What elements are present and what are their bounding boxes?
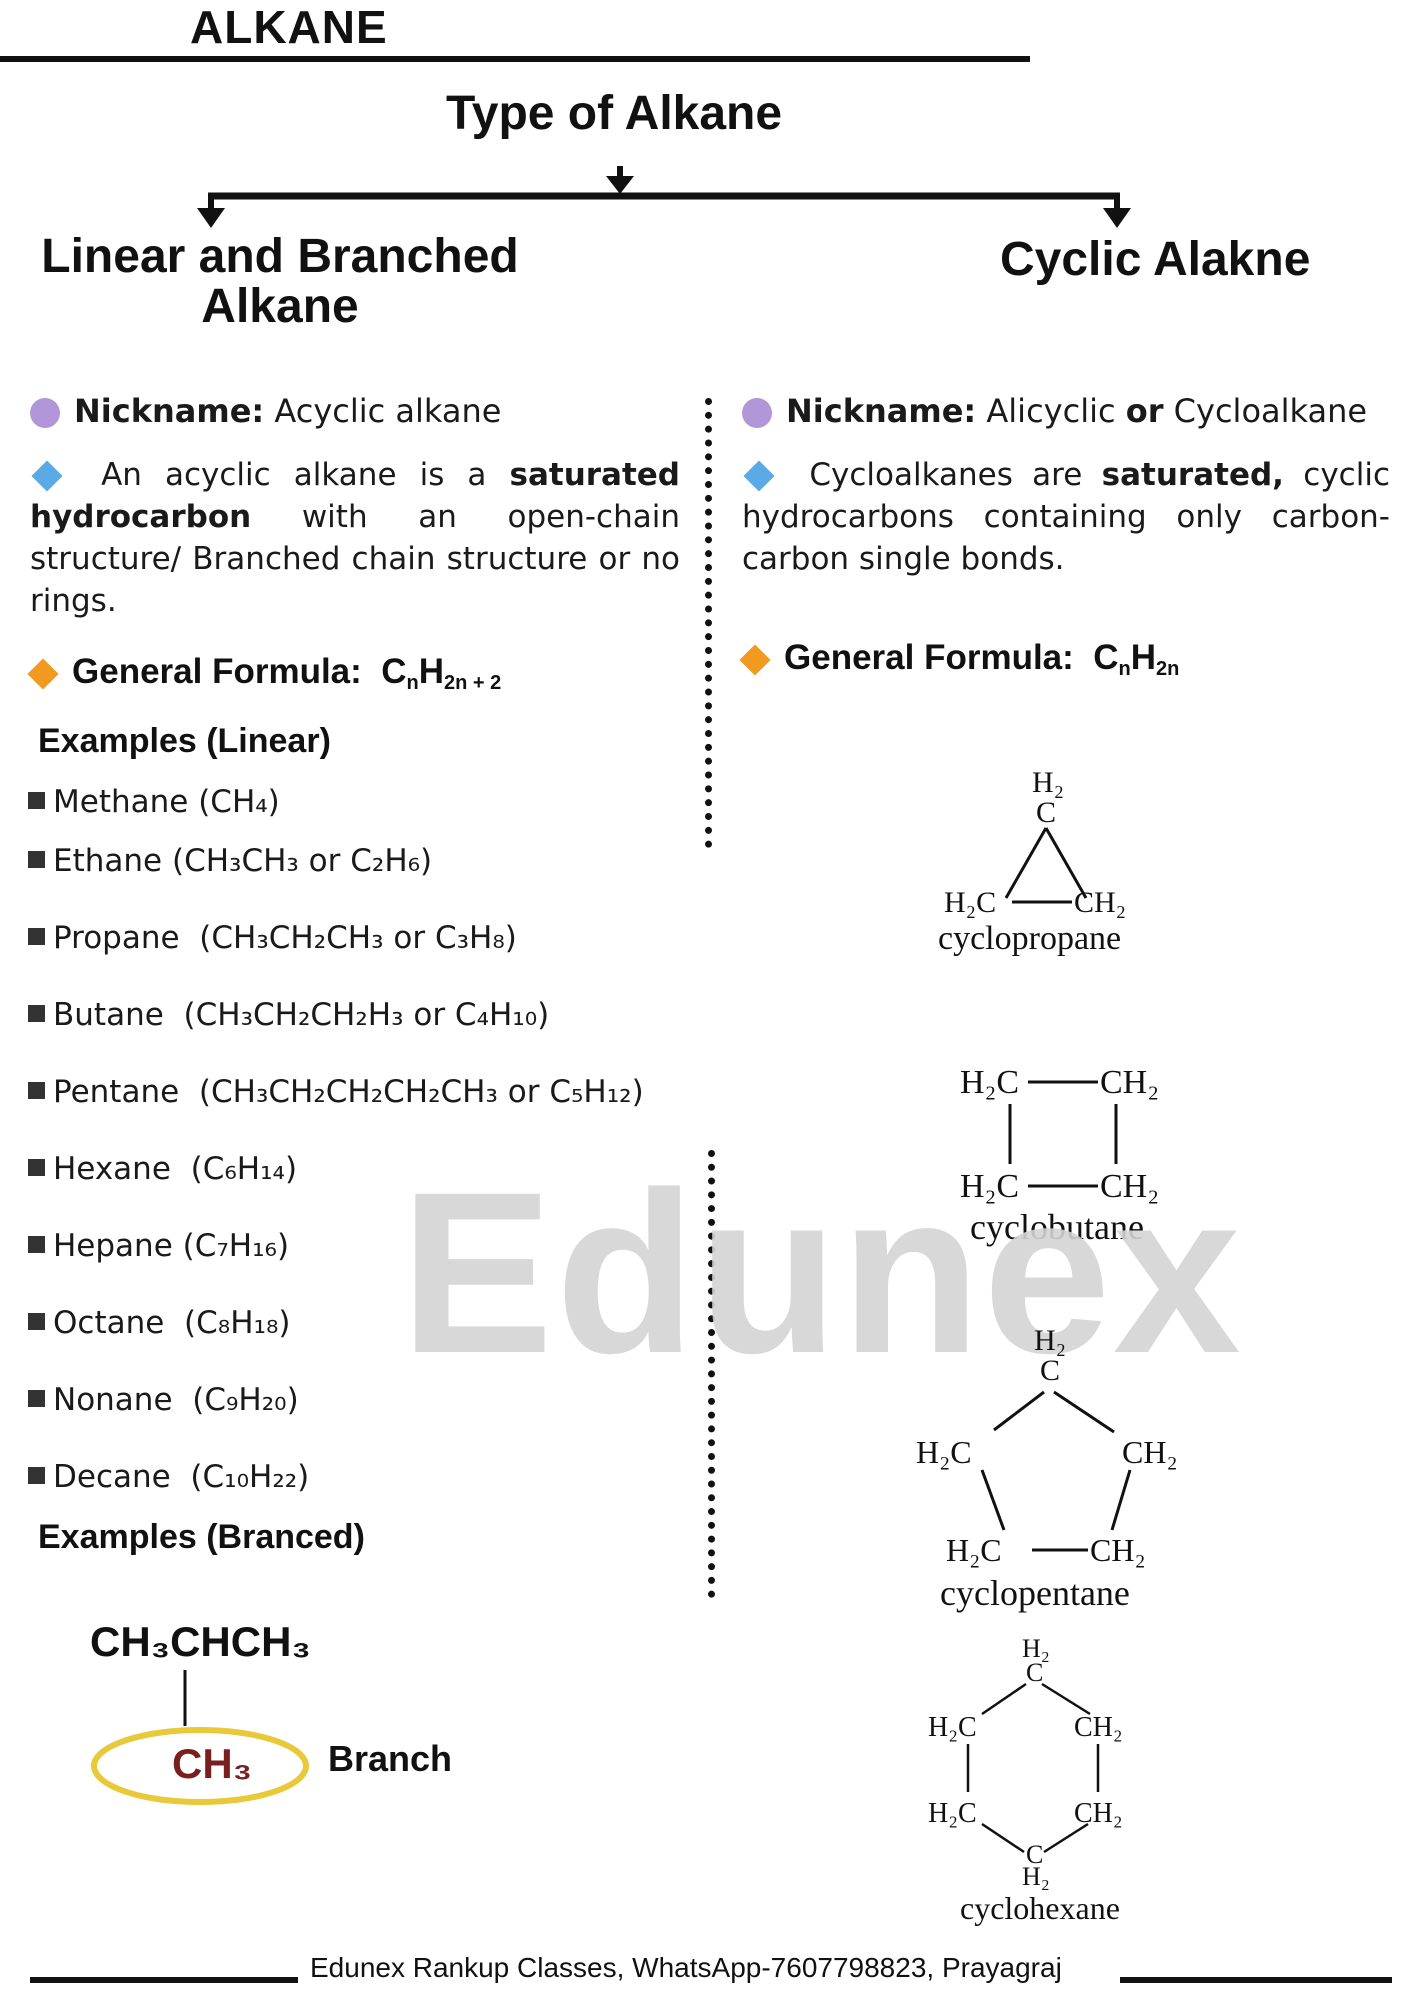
branch-label: Branch: [328, 1738, 453, 1779]
title-underline: [0, 56, 1030, 62]
right-nickname: Nickname: Alicyclic or Cycloalkane: [742, 392, 1367, 430]
list-item: Decane (C₁₀H₂₂): [28, 1459, 309, 1495]
list-item: Nonane (C₉H₂₀): [28, 1382, 299, 1418]
square-bullet-icon: [28, 792, 45, 809]
cyclopropane-structure: H₂ C H₂C CH₂ cyclopropane: [938, 766, 1127, 957]
square-bullet-icon: [28, 851, 45, 868]
cyclobutane-structure: H₂C CH₂ H₂C CH₂ cyclobutane: [960, 1064, 1160, 1247]
nickname-dot-icon: [742, 398, 772, 428]
column-divider-top: [705, 398, 712, 848]
tree-connector: [197, 166, 1131, 228]
list-item: Hexane (C₆H₁₄): [28, 1151, 297, 1187]
branch-diagram: [91, 1670, 309, 1805]
left-general-formula: General Formula: CnH2n + 2: [27, 652, 501, 695]
blue-diamond-icon: [31, 460, 63, 492]
page-title: ALKANE: [190, 1, 388, 53]
square-bullet-icon: [28, 1082, 45, 1099]
blue-diamond-icon: [743, 460, 775, 492]
square-bullet-icon: [28, 1005, 45, 1022]
examples-linear-heading: Examples (Linear): [38, 722, 331, 760]
square-bullet-icon: [28, 928, 45, 945]
right-general-formula: General Formula: CnH2n: [739, 638, 1179, 681]
cyclopropane-label: cyclopropane: [938, 920, 1122, 957]
right-definition: Cycloalkanes are saturated, cyclic hydro…: [742, 457, 1390, 577]
square-bullet-icon: [28, 1467, 45, 1484]
cyclopentane-structure: H₂ C H₂C CH₂ H₂C CH₂ cyclopentane: [916, 1324, 1178, 1613]
list-item: Methane (CH₄): [28, 784, 280, 820]
examples-branched-heading: Examples (Branced): [38, 1518, 365, 1556]
tree-root-title: Type of Alkane: [446, 87, 783, 140]
square-bullet-icon: [28, 1236, 45, 1253]
footer-text: Edunex Rankup Classes, WhatsApp-76077988…: [310, 1952, 1062, 1983]
footer-line-left: [30, 1977, 298, 1983]
branch-linear-heading: Linear and Branched Alkane: [38, 232, 522, 332]
watermark: Edunex: [400, 1144, 1243, 1401]
cyclobutane-label: cyclobutane: [970, 1207, 1144, 1247]
list-item: Pentane (CH₃CH₂CH₂CH₂CH₃ or C₅H₁₂): [28, 1074, 644, 1110]
list-item: Ethane (CH₃CH₃ or C₂H₆): [28, 843, 432, 879]
square-bullet-icon: [28, 1390, 45, 1407]
list-item: Octane (C₈H₁₈): [28, 1305, 290, 1341]
branched-formula: CH₃CHCH₃: [90, 1618, 311, 1665]
branch-linear-line2: Alkane: [201, 280, 359, 333]
list-item: Propane (CH₃CH₂CH₃ or C₃H₈): [28, 920, 517, 956]
cyclohexane-label: cyclohexane: [960, 1890, 1120, 1926]
cyclohexane-structure: H₂ C H₂C CH₂ H₂C CH₂ C H₂ cyclohexane: [928, 1634, 1123, 1926]
left-nickname: Nickname: Acyclic alkane: [30, 392, 501, 430]
cyclopentane-label: cyclopentane: [940, 1573, 1130, 1613]
square-bullet-icon: [28, 1313, 45, 1330]
footer-line-right: [1120, 1977, 1392, 1983]
column-divider-bottom: [708, 1150, 715, 1598]
left-definition: An acyclic alkane is a saturated hydroca…: [30, 457, 680, 619]
orange-diamond-icon: [739, 644, 771, 676]
nickname-dot-icon: [30, 398, 60, 428]
branch-linear-line1: Linear and Branched: [41, 230, 519, 283]
branch-cyclic-heading: Cyclic Alakne: [1000, 233, 1311, 286]
branch-highlight-ellipse: [91, 1727, 309, 1805]
list-item: Hepane (C₇H₁₆): [28, 1228, 289, 1264]
branch-group: CH₃: [172, 1740, 253, 1787]
orange-diamond-icon: [27, 658, 59, 690]
list-item: Butane (CH₃CH₂CH₂H₃ or C₄H₁₀): [28, 997, 549, 1033]
square-bullet-icon: [28, 1159, 45, 1176]
